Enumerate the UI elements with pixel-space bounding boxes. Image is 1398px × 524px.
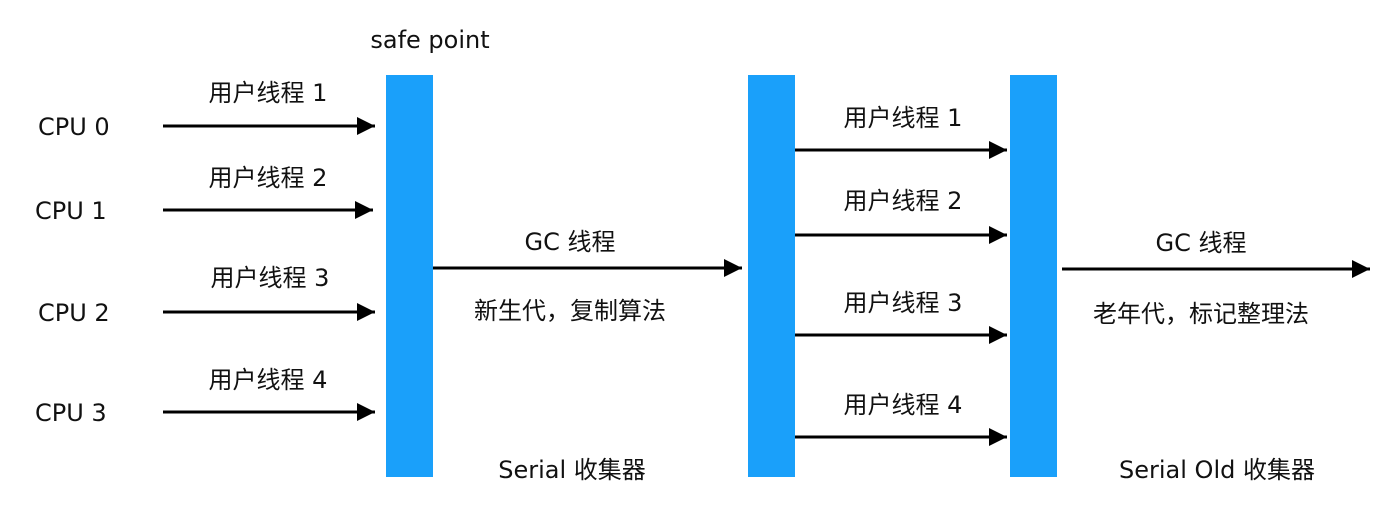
cpu-label-1: CPU 1 [35,197,107,225]
mid-thread-label-2: 用户线程 2 [843,187,963,215]
left-thread-label-4: 用户线程 4 [208,366,328,394]
mid-thread-label-3: 用户线程 3 [843,289,963,317]
left-thread-label-3: 用户线程 3 [210,264,330,292]
serial-collector-label: Serial 收集器 [498,456,646,484]
cpu-label-2: CPU 2 [38,299,110,327]
left-thread-label-1: 用户线程 1 [208,79,328,107]
safe-point-label: safe point [370,26,490,54]
left-thread-label-2: 用户线程 2 [208,164,328,192]
old-gen-label: 老年代，标记整理法 [1093,300,1309,328]
mid-thread-label-1: 用户线程 1 [843,104,963,132]
cpu-label-0: CPU 0 [38,113,110,141]
young-gen-label: 新生代，复制算法 [474,297,666,325]
gc-thread-label-young: GC 线程 [524,228,616,256]
gc-thread-label-old: GC 线程 [1155,229,1247,257]
safepoint-bar-2 [748,75,795,477]
safepoint-bar-3 [1010,75,1057,477]
mid-thread-label-4: 用户线程 4 [843,391,963,419]
serial-old-collector-label: Serial Old 收集器 [1119,456,1315,484]
safepoint-bar-1 [386,75,433,477]
cpu-label-3: CPU 3 [35,399,107,427]
